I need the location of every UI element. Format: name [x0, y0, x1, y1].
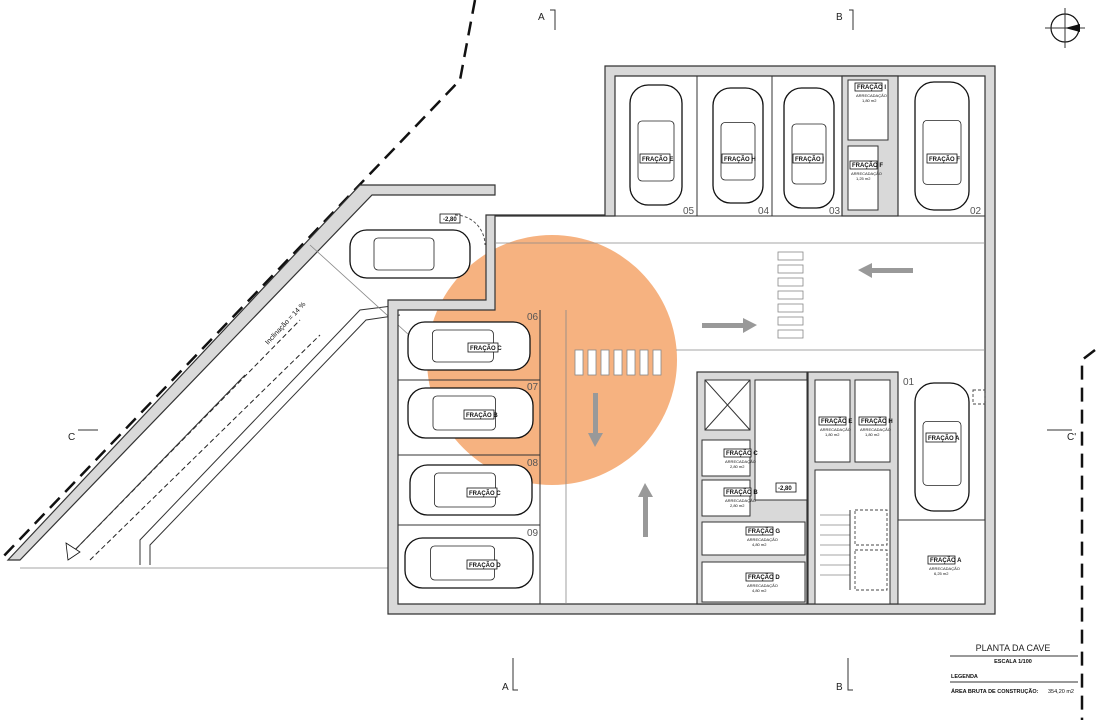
label-text: FRAÇÃO F — [929, 156, 960, 163]
area-label: ÁREA BRUTA DE CONSTRUÇÃO: — [951, 688, 1039, 695]
label-text: FRAÇÃO C — [469, 490, 501, 497]
parking-bay-07: FRAÇÃO B 07 — [463, 382, 539, 420]
label-text: FRAÇÃO I — [857, 84, 886, 91]
label-text: FRAÇÃO C — [470, 345, 502, 352]
label-text: ARRECADAÇÃO — [856, 93, 887, 98]
bay-number: 04 — [758, 206, 770, 217]
label-text: FRAÇÃO I — [795, 156, 824, 163]
parking-bay-09: FRAÇÃO D 09 — [466, 528, 539, 570]
arrow-down-icon — [588, 393, 603, 447]
north-arrow-icon — [1045, 8, 1085, 48]
parking-bay-08: FRAÇÃO C 08 — [466, 458, 539, 498]
ramp-slope-label: Inclinação = 14 % — [264, 301, 307, 346]
label-text: FRAÇÃO D — [469, 562, 501, 569]
bay-number: 01 — [903, 377, 915, 388]
property-boundary-right — [1080, 349, 1096, 720]
legend-label: LEGENDA — [951, 674, 978, 680]
label-text: 1,80 m2 — [825, 432, 840, 437]
label-text: 1,80 m2 — [862, 98, 877, 103]
parking-bay-05: FRAÇÃO E 05 — [639, 153, 695, 217]
section-c-left: C — [68, 432, 75, 443]
section-c-right: C' — [1067, 432, 1076, 443]
label-text: FRAÇÃO B — [726, 489, 758, 496]
bay-number: 03 — [829, 206, 841, 217]
label-text: 2,80 m2 — [730, 503, 745, 508]
car-icon — [783, 87, 835, 209]
bay-number: 02 — [970, 206, 982, 217]
section-a-bottom: A — [502, 682, 509, 693]
bay-number: 07 — [527, 382, 539, 393]
bay-number: 05 — [683, 206, 695, 217]
label-text: FRAÇÃO A — [930, 557, 962, 564]
label-text: FRAÇÃO C — [726, 450, 758, 457]
label-text: 6,25 m2 — [934, 571, 949, 576]
car-icon — [712, 87, 764, 204]
section-b-top: B — [836, 12, 843, 23]
section-markers: A B A B C C' — [68, 9, 1076, 693]
area-value: 354,20 m2 — [1048, 689, 1074, 695]
bay-number: 09 — [527, 528, 539, 539]
label-text: ARRECADAÇÃO — [929, 566, 960, 571]
drawing-title: PLANTA DA CAVE — [976, 643, 1051, 653]
label-text: FRAÇÃO H — [724, 156, 756, 163]
label-text: FRAÇÃO A — [928, 435, 960, 442]
property-boundary — [0, 0, 477, 561]
label-text: ARRECADAÇÃO — [747, 583, 778, 588]
level-tag-box — [439, 213, 461, 224]
parking-labels: FRAÇÃO E 05 FRAÇÃO H 04 FRAÇÃO I 03 FRAÇÃO … — [463, 153, 982, 570]
staircase — [820, 509, 888, 591]
car-icon — [629, 84, 683, 206]
arrow-up-icon — [638, 483, 653, 537]
section-b-bottom: B — [836, 682, 843, 693]
label-text: ARRECADAÇÃO — [851, 171, 882, 176]
label-text: 4,80 m2 — [752, 588, 767, 593]
arrow-right-icon — [702, 318, 757, 333]
title-block: PLANTA DA CAVE ESCALA 1/100 LEGENDA ÁREA… — [950, 643, 1078, 695]
label-text: FRAÇÃO H — [861, 418, 893, 425]
car-icon — [914, 81, 970, 211]
level-tag-ramp: -2,80 — [443, 217, 457, 223]
label-text: 4,80 m2 — [752, 542, 767, 547]
traffic-markings — [574, 251, 913, 537]
building-walls: -2,80 — [387, 65, 996, 615]
parking-bay-06: FRAÇÃO C 06 — [467, 312, 539, 353]
parking-bay-03: FRAÇÃO I 03 — [792, 153, 841, 217]
section-a-top: A — [538, 12, 545, 23]
label-text: ARRECADAÇÃO — [820, 427, 851, 432]
car-icon — [914, 382, 970, 512]
label-text: 2,80 m2 — [730, 464, 745, 469]
parking-bay-01: FRAÇÃO A 01 — [903, 377, 960, 443]
parking-bay-04: FRAÇÃO H 04 — [721, 153, 770, 217]
label-text: FRAÇÃO E — [821, 418, 852, 425]
bay-number: 08 — [527, 458, 539, 469]
label-text: ARRECADAÇÃO — [747, 537, 778, 542]
label-text: FRAÇÃO D — [748, 574, 780, 581]
label-text: FRAÇÃO G — [748, 528, 780, 535]
label-text: FRAÇÃO E — [642, 156, 673, 163]
label-text: ARRECADAÇÃO — [725, 459, 756, 464]
label-text: ARRECADAÇÃO — [725, 498, 756, 503]
level-tag-core: -2,80 — [778, 486, 792, 492]
label-text: ARRECADAÇÃO — [860, 427, 891, 432]
car-icon — [349, 229, 471, 279]
parking-bay-02: FRAÇÃO F 02 — [926, 153, 982, 217]
label-text: 1,80 m2 — [865, 432, 880, 437]
arrow-left-icon — [858, 263, 913, 278]
label-text: FRAÇÃO B — [466, 412, 498, 419]
label-text: 1,25 m2 — [856, 176, 871, 181]
label-text: FRAÇÃO F — [852, 162, 883, 169]
drawing-scale: ESCALA 1/100 — [994, 659, 1032, 665]
bay-number: 06 — [527, 312, 539, 323]
